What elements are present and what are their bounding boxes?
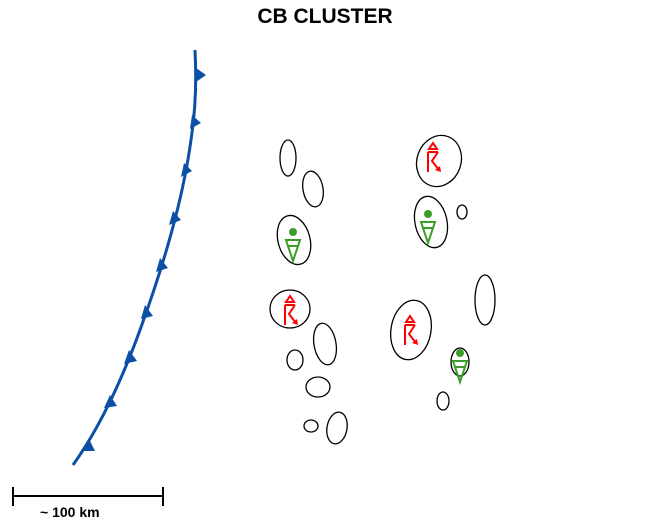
cb-cells [269,134,496,445]
thunderstorm-hail-icon [404,315,419,346]
rain-shower-icon [420,209,436,244]
cb-cell [474,274,496,326]
front-triangle [196,68,206,82]
front-triangle [104,395,117,408]
cb-cell [276,214,312,266]
scale-bar [12,487,164,506]
cb-cell [326,411,348,445]
cb-cell [389,299,433,361]
thunderstorm-hail-icon [284,295,299,326]
cb-cell [303,419,319,433]
diagram-title: CB CLUSTER [257,5,393,28]
front-triangle [82,439,95,451]
front-triangle [169,211,181,225]
cold-front [71,49,206,466]
rain-shower-icon [452,348,468,383]
thunderstorm-hail-icon [427,142,442,173]
cb-cell [413,195,449,249]
cb-cell [269,289,311,329]
front-triangle [181,163,192,177]
front-triangle [141,305,153,319]
cb-cell [305,376,331,398]
cb-cell [312,322,338,366]
front-triangle [156,258,168,272]
cb-cell [450,347,470,377]
front-triangle [124,350,137,364]
cb-cell [436,391,450,411]
front-triangle [190,115,201,129]
cb-cell [456,204,468,220]
cb-cell [302,170,324,208]
scale-label: ~ 100 km [40,504,100,520]
cb-cell [279,139,297,177]
cb-cell [286,349,304,371]
rain-shower-icon [285,227,301,262]
cb-cell [415,134,463,188]
